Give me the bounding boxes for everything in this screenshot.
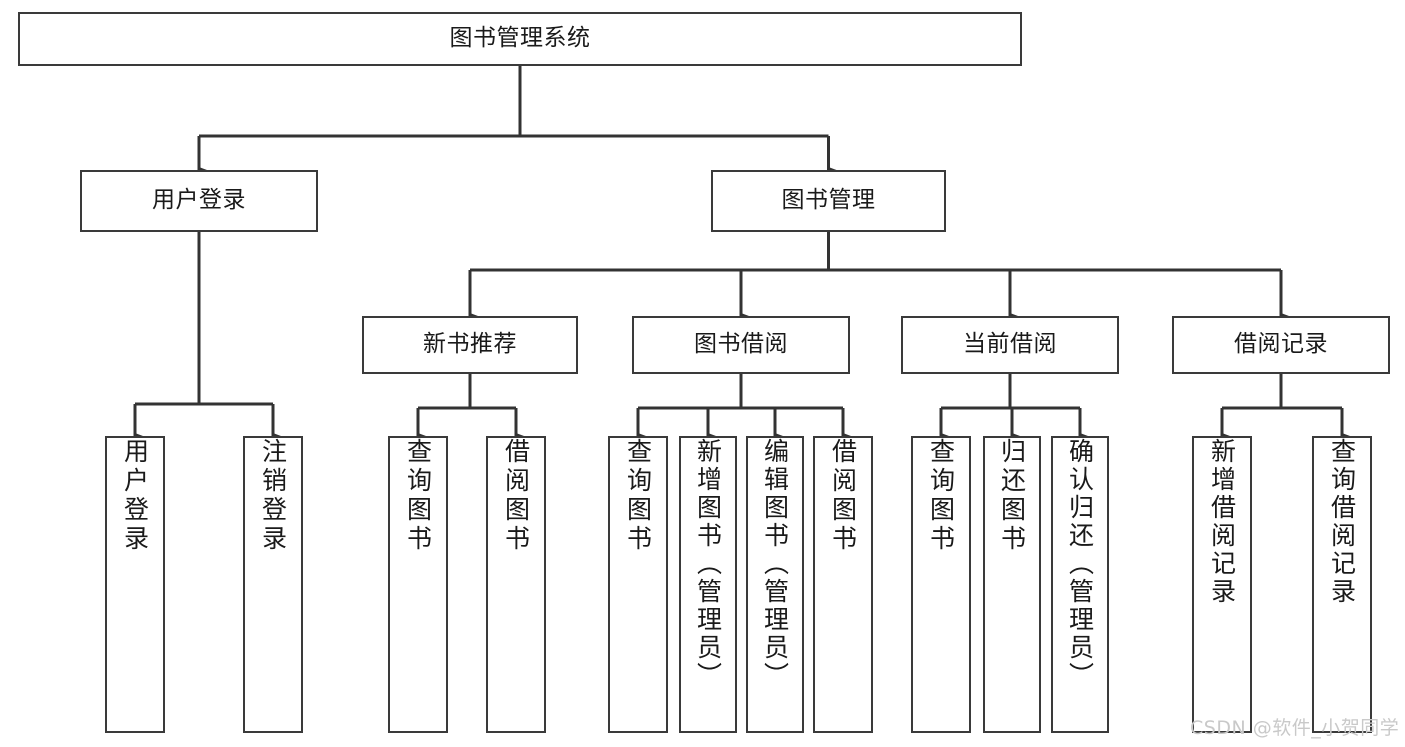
node-label: 归还图书 xyxy=(997,438,1027,554)
node-label: 借阅图书 xyxy=(501,438,531,554)
node-label: 当前借阅 xyxy=(963,331,1057,358)
leaf-confirm-return-admin[interactable]: 确认归还（管理员） xyxy=(1051,436,1109,733)
node-book-borrow[interactable]: 图书借阅 xyxy=(632,316,850,374)
node-label: 图书管理系统 xyxy=(449,25,591,52)
node-current-borrow[interactable]: 当前借阅 xyxy=(901,316,1119,374)
node-label: 查询借阅记录 xyxy=(1327,438,1357,606)
leaf-edit-book-admin[interactable]: 编辑图书（管理员） xyxy=(746,436,804,733)
node-label: 新书推荐 xyxy=(423,331,517,358)
node-label: 注销登录 xyxy=(258,438,288,554)
leaf-add-book-admin[interactable]: 新增图书（管理员） xyxy=(679,436,737,733)
watermark: CSDN @软件_小贺同学 xyxy=(1190,717,1400,739)
leaf-user-login[interactable]: 用户登录 xyxy=(105,436,165,733)
leaf-query-book-current[interactable]: 查询图书 xyxy=(911,436,971,733)
leaf-borrow-book-recommend[interactable]: 借阅图书 xyxy=(486,436,546,733)
leaf-borrow-book[interactable]: 借阅图书 xyxy=(813,436,873,733)
node-label: 图书借阅 xyxy=(694,331,788,358)
node-book-management[interactable]: 图书管理 xyxy=(711,170,946,232)
node-new-book-recommend[interactable]: 新书推荐 xyxy=(362,316,578,374)
node-label: 确认归还（管理员） xyxy=(1065,438,1095,690)
node-borrow-record[interactable]: 借阅记录 xyxy=(1172,316,1390,374)
node-label: 用户登录 xyxy=(152,187,246,214)
node-label: 用户登录 xyxy=(120,438,150,554)
node-label: 借阅记录 xyxy=(1234,331,1328,358)
leaf-return-book[interactable]: 归还图书 xyxy=(983,436,1041,733)
node-root[interactable]: 图书管理系统 xyxy=(18,12,1022,66)
node-label: 查询图书 xyxy=(926,438,956,554)
node-user-login[interactable]: 用户登录 xyxy=(80,170,318,232)
leaf-query-book-recommend[interactable]: 查询图书 xyxy=(388,436,448,733)
node-label: 编辑图书（管理员） xyxy=(760,438,790,690)
node-label: 图书管理 xyxy=(781,187,876,214)
node-label: 查询图书 xyxy=(623,438,653,554)
node-label: 新增借阅记录 xyxy=(1207,438,1237,606)
node-label: 借阅图书 xyxy=(828,438,858,554)
node-label: 查询图书 xyxy=(403,438,433,554)
leaf-query-book-borrow[interactable]: 查询图书 xyxy=(608,436,668,733)
leaf-logout-login[interactable]: 注销登录 xyxy=(243,436,303,733)
leaf-query-borrow-record[interactable]: 查询借阅记录 xyxy=(1312,436,1372,733)
leaf-add-borrow-record[interactable]: 新增借阅记录 xyxy=(1192,436,1252,733)
node-label: 新增图书（管理员） xyxy=(693,438,723,690)
